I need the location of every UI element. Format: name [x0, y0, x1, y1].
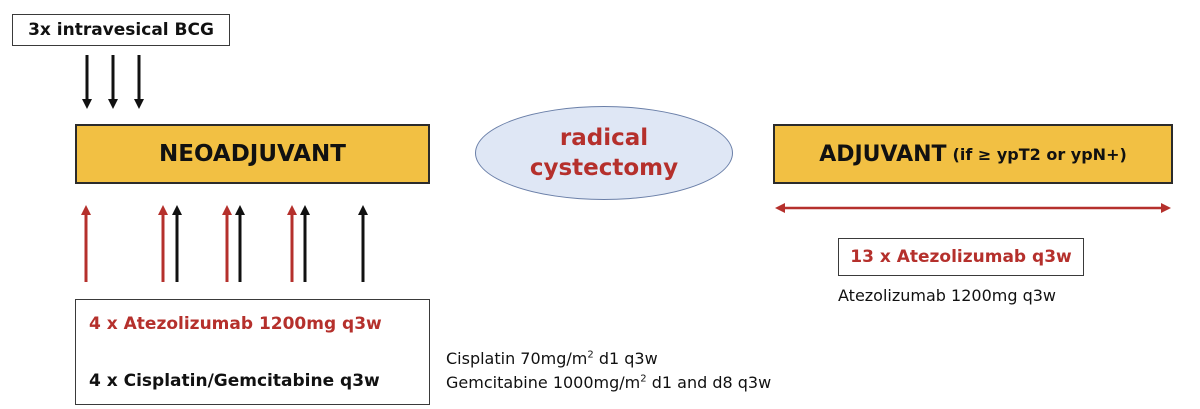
surgery-line-1: radical [559, 125, 649, 151]
gemcitabine-dose-prefix: Gemcitabine 1000mg/m [446, 373, 641, 392]
cisplatin-dose-prefix: Cisplatin 70mg/m [446, 349, 588, 368]
bcg-label: 3x intravesical BCG [28, 20, 214, 40]
bcg-label-box: 3x intravesical BCG [12, 14, 230, 46]
surgery-line-2: cystectomy [529, 155, 679, 181]
neoadjuvant-chemo-text: 4 x Cisplatin/Gemcitabine q3w [89, 371, 380, 391]
neoadjuvant-phase-box: NEOADJUVANT [75, 124, 430, 184]
adjuvant-atezolizumab-dose: Atezolizumab 1200mg q3w [838, 286, 1056, 305]
gemcitabine-dose-sup: 2 [640, 373, 647, 385]
adjuvant-phase-box: ADJUVANT (if ≥ ypT2 or ypN+) [773, 124, 1173, 184]
cisplatin-dose-suffix: d1 q3w [593, 349, 658, 368]
radical-cystectomy-ellipse: radical cystectomy [475, 106, 733, 200]
cisplatin-dose-sup: 2 [587, 349, 594, 361]
gemcitabine-dose-text: Gemcitabine 1000mg/m2 d1 and d8 q3w [446, 373, 771, 392]
adjuvant-condition: (if ≥ ypT2 or ypN+) [952, 144, 1127, 164]
adjuvant-label: ADJUVANT [819, 141, 947, 167]
cisplatin-dose-text: Cisplatin 70mg/m2 d1 q3w [446, 349, 658, 368]
neoadjuvant-atezolizumab-text: 4 x Atezolizumab 1200mg q3w [89, 314, 382, 334]
adjuvant-atezolizumab-text: 13 x Atezolizumab q3w [850, 247, 1072, 267]
gemcitabine-dose-suffix: d1 and d8 q3w [646, 373, 772, 392]
neoadjuvant-label: NEOADJUVANT [159, 141, 346, 167]
adjuvant-atezolizumab-box: 13 x Atezolizumab q3w [838, 238, 1084, 276]
neoadjuvant-regimen-box [75, 299, 430, 405]
